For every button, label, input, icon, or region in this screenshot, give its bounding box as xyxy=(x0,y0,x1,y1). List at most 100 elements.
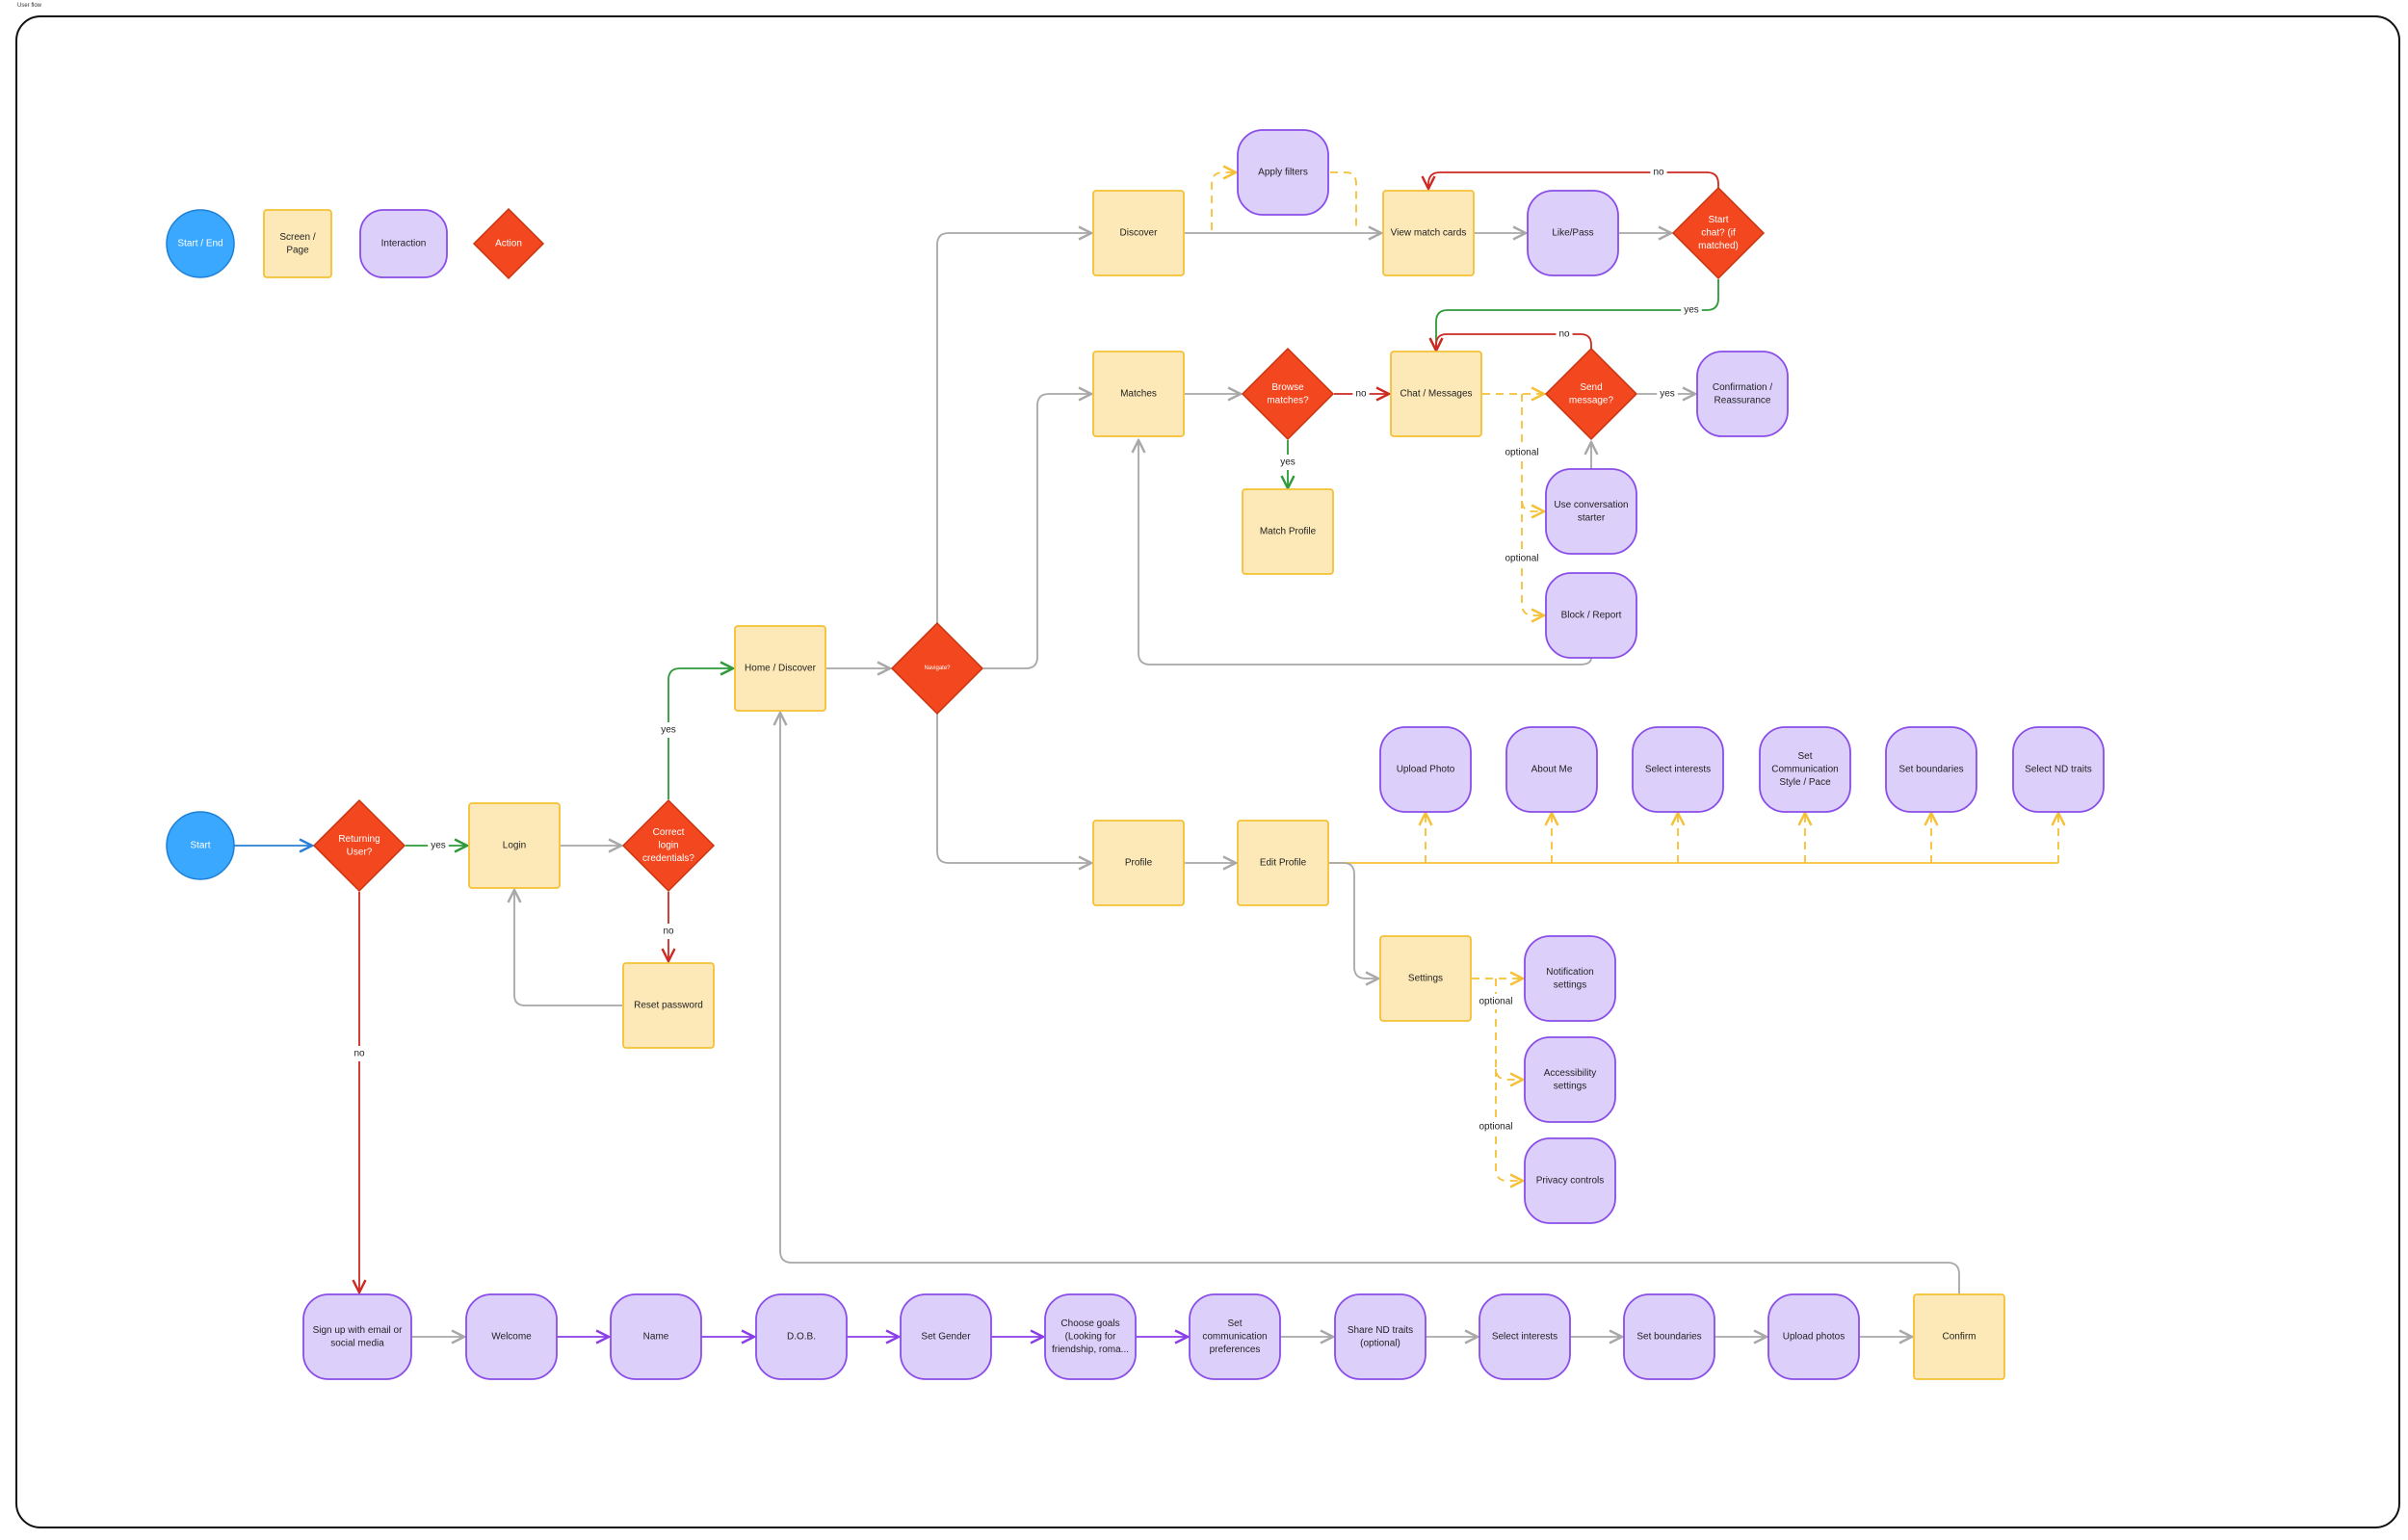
node-label: Sign up with email or xyxy=(313,1325,403,1336)
node-set-gender[interactable]: Set Gender xyxy=(900,1293,992,1380)
node-label: Set xyxy=(1227,1318,1242,1329)
edge-discover-filters xyxy=(1211,172,1236,230)
node-label: Select interests xyxy=(1645,765,1711,775)
node-profile[interactable]: Profile xyxy=(1092,820,1185,906)
node-select-interests-o[interactable]: Select interests xyxy=(1479,1293,1571,1380)
node-upload-photos[interactable]: Upload photos xyxy=(1767,1293,1860,1380)
node-label: About Me xyxy=(1531,765,1573,775)
node-view-match-cards[interactable]: View match cards xyxy=(1382,190,1475,276)
node-label: Privacy controls xyxy=(1536,1176,1605,1187)
edge-label-bg xyxy=(1657,386,1678,402)
node-signup[interactable]: Sign up with email or social media xyxy=(302,1293,412,1380)
edge-label-opt-starter: optional xyxy=(1505,448,1538,458)
node-chat-messages[interactable]: Chat / Messages xyxy=(1390,351,1482,437)
edge-settings-access xyxy=(1495,979,1523,1080)
node-matches[interactable]: Matches xyxy=(1092,351,1185,437)
node-reset-password[interactable]: Reset password xyxy=(622,962,715,1049)
node-label: (optional) xyxy=(1360,1338,1400,1348)
node-label: Style / Pace xyxy=(1779,777,1831,788)
node-about-me[interactable]: About Me xyxy=(1505,726,1598,813)
node-label: chat? (if xyxy=(1701,228,1736,239)
node-apply-filters[interactable]: Apply filters xyxy=(1237,129,1329,216)
node-label: Page xyxy=(286,245,309,255)
node-label: Match Profile xyxy=(1260,527,1317,537)
node-settings[interactable]: Settings xyxy=(1379,935,1472,1022)
edge-label-credentials-yes: yes xyxy=(661,725,676,736)
legend-item-start-end: Start / End xyxy=(166,209,235,278)
node-browse-matches[interactable]: Browse matches? xyxy=(1241,347,1335,441)
node-confirmation[interactable]: Confirmation /Reassurance xyxy=(1696,351,1789,437)
node-home-discover[interactable]: Home / Discover xyxy=(734,625,826,712)
node-navigate[interactable]: Navigate? xyxy=(890,621,984,716)
edge-label-bg xyxy=(1556,326,1573,342)
node-label: Browse xyxy=(1271,382,1304,393)
edge-label-startchat-yes: yes xyxy=(1684,305,1699,316)
node-set-boundaries-o[interactable]: Set boundaries xyxy=(1623,1293,1715,1380)
node-select-nd-traits[interactable]: Select ND traits xyxy=(2012,726,2105,813)
node-label: Chat / Messages xyxy=(1400,389,1472,400)
node-label: Select interests xyxy=(1492,1332,1557,1343)
edge-label-bg xyxy=(1277,455,1298,470)
node-label: (Looking for xyxy=(1065,1332,1116,1343)
edge-label-returning-no: no xyxy=(353,1049,365,1059)
node-label: Set xyxy=(1797,751,1812,762)
node-label: Screen / xyxy=(279,232,315,243)
node-label: Returning xyxy=(338,834,380,845)
node-label: Set boundaries xyxy=(1636,1332,1701,1343)
edge-credentials-home xyxy=(667,668,733,799)
node-set-boundaries-p[interactable]: Set boundaries xyxy=(1885,726,1977,813)
edge-label-opt-block: optional xyxy=(1505,554,1538,564)
node-label: matches? xyxy=(1267,395,1309,405)
node-share-nd-traits[interactable]: Share ND traits(optional) xyxy=(1334,1293,1426,1380)
node-label: communication xyxy=(1202,1332,1267,1343)
node-label: Choose goals xyxy=(1060,1318,1119,1329)
edge-label-bg xyxy=(428,838,449,853)
node-discover[interactable]: Discover xyxy=(1092,190,1185,276)
node-dob[interactable]: D.O.B. xyxy=(755,1293,848,1380)
edge-label-bg xyxy=(351,1046,368,1061)
node-select-interests-p[interactable]: Select interests xyxy=(1632,726,1724,813)
node-like-pass[interactable]: Like/Pass xyxy=(1527,190,1619,276)
edge-navigate-matches xyxy=(983,394,1091,669)
node-label: User? xyxy=(347,847,373,857)
node-label: Confirmation / xyxy=(1713,382,1772,393)
edge-label-bg xyxy=(1681,302,1702,318)
node-upload-photo[interactable]: Upload Photo xyxy=(1379,726,1472,813)
diagram-frame xyxy=(15,15,2400,1528)
node-start[interactable]: Start xyxy=(166,811,235,880)
node-label: social media xyxy=(330,1338,384,1348)
node-privacy-controls[interactable]: Privacy controls xyxy=(1524,1137,1616,1224)
node-label: credentials? xyxy=(642,853,694,864)
node-confirm[interactable]: Confirm xyxy=(1913,1293,2005,1380)
node-edit-profile[interactable]: Edit Profile xyxy=(1237,820,1329,906)
edge-label-bg xyxy=(1352,386,1370,402)
node-block-report[interactable]: Block / Report xyxy=(1545,572,1637,659)
node-label: View match cards xyxy=(1391,228,1467,239)
node-label: Use conversation xyxy=(1554,500,1628,510)
edge-navigate-profile xyxy=(936,714,1091,863)
node-label: D.O.B. xyxy=(787,1332,816,1343)
node-label: settings xyxy=(1554,979,1586,990)
node-label: Home / Discover xyxy=(745,664,817,674)
node-label: Name xyxy=(643,1332,669,1343)
node-match-profile[interactable]: Match Profile xyxy=(1242,488,1334,575)
node-login[interactable]: Login xyxy=(468,802,561,889)
node-label: Confirm xyxy=(1942,1332,1976,1343)
node-name[interactable]: Name xyxy=(610,1293,702,1380)
node-label: Notification xyxy=(1546,967,1593,978)
frame-title: User flow xyxy=(17,3,42,9)
edge-label-browse-yes: yes xyxy=(1280,457,1296,468)
node-welcome[interactable]: Welcome xyxy=(465,1293,558,1380)
edge-label-send-no: no xyxy=(1558,329,1570,340)
